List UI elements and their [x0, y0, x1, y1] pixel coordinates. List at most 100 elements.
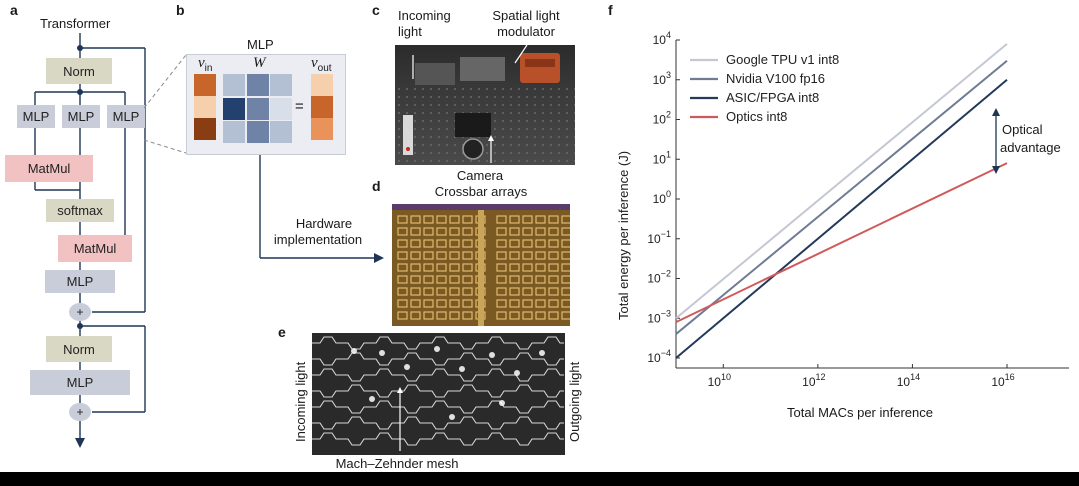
incoming-light-label-line2: light [398, 24, 422, 39]
crossbar-cell [561, 263, 570, 272]
waveguide [312, 368, 564, 382]
mlp-box-title: MLP [247, 37, 274, 52]
softmax-block: softmax [46, 199, 114, 222]
crossbar-cell [535, 215, 546, 224]
light-spot [434, 346, 440, 352]
crossbar-cell [423, 239, 434, 248]
crossbar-cell [462, 227, 473, 236]
crossbar-cell [410, 287, 421, 296]
crossbar-cell [462, 263, 473, 272]
slm-label-line1: Spatial light [492, 8, 560, 23]
crossbar-cell [535, 287, 546, 296]
crossbar-cell [535, 299, 546, 308]
panel-label-c: c [372, 2, 380, 18]
crossbar-cell [449, 227, 460, 236]
crossbar-cell [496, 215, 507, 224]
crossbar-cell [496, 299, 507, 308]
mzi-photo [312, 333, 565, 455]
crossbar-title: Crossbar arrays [434, 184, 528, 199]
slm-label-line2: modulator [497, 24, 555, 39]
crossbar-cell [535, 263, 546, 272]
waveguide [312, 384, 564, 398]
y-tick-label: 103 [653, 70, 671, 87]
crossbar-cell [535, 239, 546, 248]
crossbar-cell [449, 275, 460, 284]
crossbar-cell [423, 299, 434, 308]
mlp-block-attn-out: MLP [45, 270, 115, 293]
residual-add-2: + [69, 403, 91, 421]
light-spot [404, 364, 410, 370]
optical-setup-photo [395, 45, 575, 165]
crossbar-cell [522, 227, 533, 236]
panel-label-b: b [176, 2, 185, 18]
crossbar-cell [496, 311, 507, 320]
crossbar-cell [561, 299, 570, 308]
y-tick-label: 104 [653, 30, 671, 47]
matmul-block-1: MatMul [5, 155, 93, 182]
series-line [675, 162, 1008, 324]
crossbar-cell [509, 311, 520, 320]
crossbar-cell [548, 287, 559, 296]
light-spot [539, 350, 545, 356]
mlp-block-ffn: MLP [30, 370, 130, 395]
crossbar-cell [423, 275, 434, 284]
crossbar-cell [535, 311, 546, 320]
crossbar-cell [410, 311, 421, 320]
crossbar-cell [496, 251, 507, 260]
y-tick-label: 10−3 [647, 308, 671, 325]
light-spot [449, 414, 455, 420]
v-in-cell [194, 118, 216, 140]
equals-sign: = [295, 98, 304, 115]
crossbar-cell [509, 263, 520, 272]
v-in-label: vin [198, 55, 213, 74]
x-tick-label: 1012 [802, 372, 825, 389]
norm-block-bottom: Norm [46, 336, 112, 362]
panel-label-a: a [10, 2, 18, 18]
crossbar-cell [436, 299, 447, 308]
crossbar-cell [548, 251, 559, 260]
crossbar-cell [535, 227, 546, 236]
crossbar-cell [462, 251, 473, 260]
crossbar-cell [496, 227, 507, 236]
crossbar-cell [410, 299, 421, 308]
crossbar-cell [561, 215, 570, 224]
w-cell [223, 97, 245, 120]
crossbar-cell [397, 251, 408, 260]
crossbar-cell [462, 299, 473, 308]
crossbar-cell [496, 239, 507, 248]
crossbar-cell [449, 287, 460, 296]
y-tick-label: 10−1 [647, 229, 671, 246]
crossbar-cell [449, 251, 460, 260]
crossbar-cell [397, 311, 408, 320]
outgoing-light-vertical-label: Outgoing light [567, 361, 582, 442]
crossbar-cell [397, 299, 408, 308]
crossbar-cell [561, 227, 570, 236]
optical-setup-drawing [395, 45, 575, 165]
crossbar-cell [522, 275, 533, 284]
crossbar-cell [436, 251, 447, 260]
series-line [675, 60, 1008, 335]
w-cell [246, 97, 269, 120]
crossbar-cell [410, 275, 421, 284]
camera-label: Camera [456, 168, 504, 183]
crossbar-cell [449, 263, 460, 272]
legend-label: Nvidia V100 fp16 [726, 71, 825, 86]
crossbar-drawing [392, 204, 570, 326]
residual-add-1: + [69, 303, 91, 321]
crossbar-cell [423, 227, 434, 236]
crossbar-cell [509, 287, 520, 296]
w-cell [270, 121, 292, 143]
crossbar-cell [548, 263, 559, 272]
waveguide [312, 432, 564, 446]
panel-label-f: f [608, 2, 613, 18]
crossbar-cell [436, 311, 447, 320]
w-cell [223, 121, 245, 143]
crossbar-cell [397, 263, 408, 272]
crossbar-cell [410, 215, 421, 224]
norm-block-top: Norm [46, 58, 112, 84]
incoming-light-label-line1: Incoming [398, 8, 451, 23]
crossbar-cell [561, 287, 570, 296]
mzi-pointer-head [397, 387, 403, 393]
panel-label-d: d [372, 178, 381, 194]
